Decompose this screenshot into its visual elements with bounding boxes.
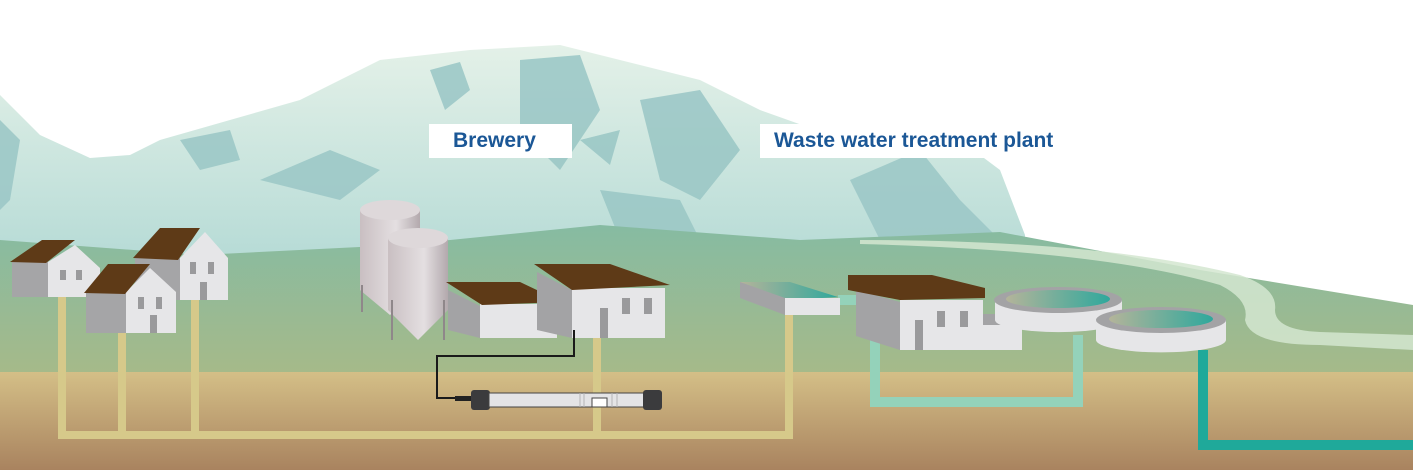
sensor-cable: [436, 330, 575, 399]
brewery: [360, 200, 670, 340]
outflow-pipe: [1198, 350, 1413, 450]
houses: [10, 228, 228, 333]
house: [84, 264, 176, 333]
road: [860, 240, 1413, 350]
treatment-pipe: [870, 335, 1083, 407]
sewer-pipe: [58, 297, 793, 439]
ground: [0, 372, 1413, 470]
hills: [0, 225, 1413, 380]
brewery-label: Brewery: [429, 124, 572, 158]
house: [10, 240, 100, 297]
sewer-sensor-probe: [455, 390, 662, 410]
treatment-plant: [740, 275, 1226, 353]
wwtp-label: Waste water treatment plant: [760, 124, 1068, 158]
mountain-shading: [0, 55, 1000, 240]
